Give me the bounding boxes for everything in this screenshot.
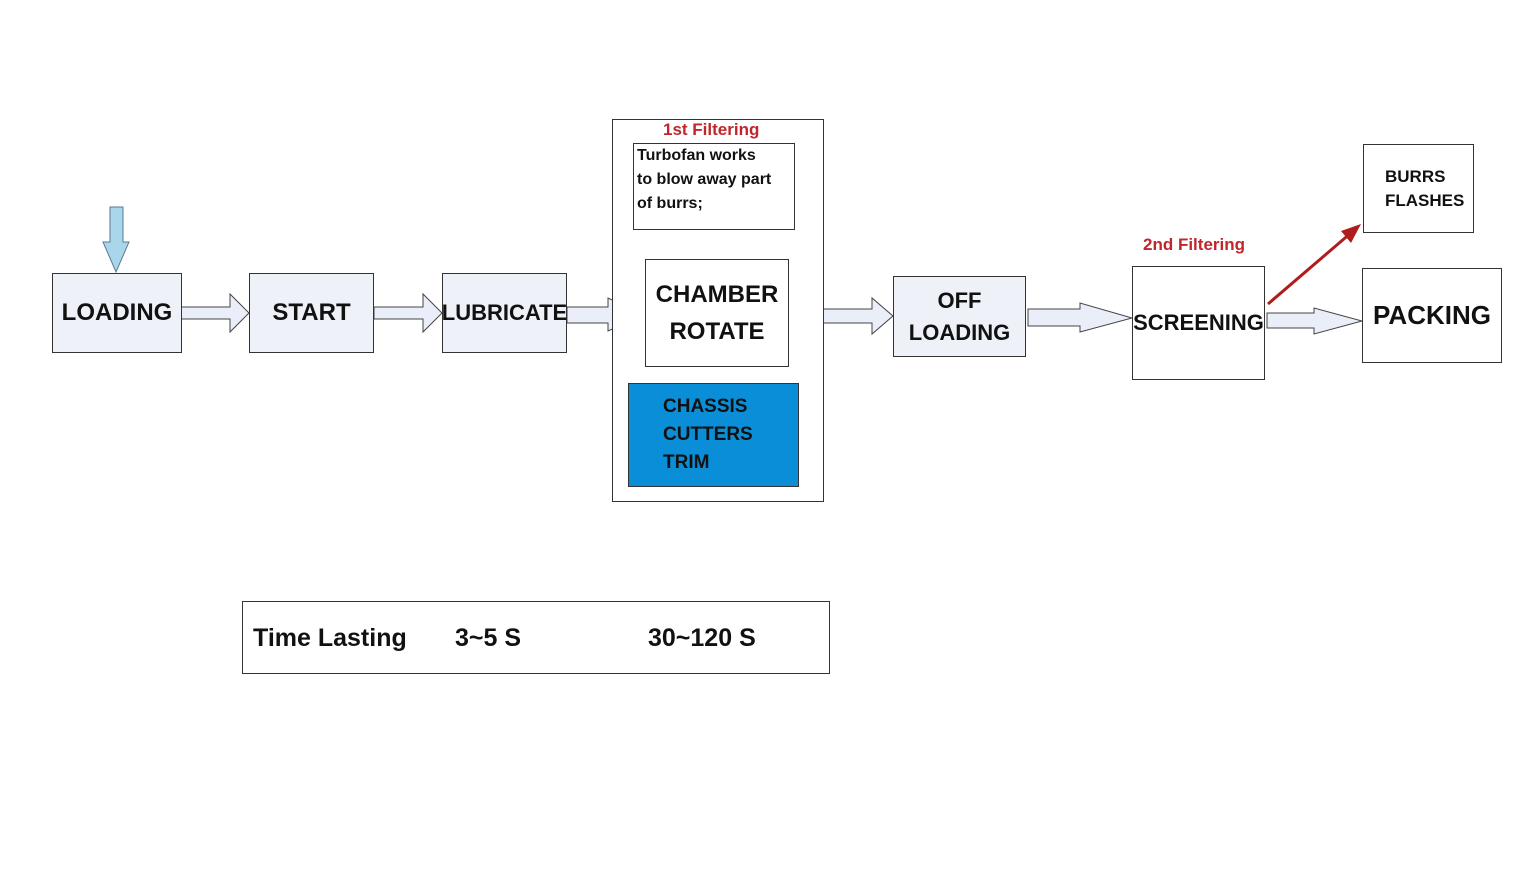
step-lubricate: LUBRICATE — [442, 273, 567, 353]
chamber-label-line-1: CHAMBER — [655, 281, 779, 308]
step-loading-label: LOADING — [61, 299, 173, 326]
burrs-line-1: BURRS — [1385, 166, 1446, 186]
step-chamber-rotate: CHAMBER ROTATE — [645, 259, 789, 367]
filter1-note: Turbofan works to blow away part of burr… — [633, 143, 795, 230]
step-start: START — [249, 273, 374, 353]
step-packing-label: PACKING — [1373, 300, 1491, 330]
filter1-note-line-1: Turbofan works — [637, 147, 756, 164]
arrow-start-to-lubricate — [373, 292, 443, 334]
arrow-screening-to-packing — [1266, 307, 1364, 335]
chamber-label-line-2: ROTATE — [669, 318, 765, 345]
step-off-loading: OFF LOADING — [893, 276, 1026, 357]
arrow-offloading-to-screening — [1027, 302, 1134, 333]
time-short-value: 3~5 S — [455, 624, 522, 652]
step-loading: LOADING — [52, 273, 182, 353]
step-screening-label: SCREENING — [1133, 310, 1264, 335]
chassis-cutters-trim: CHASSIS CUTTERS TRIM — [628, 383, 799, 487]
filter1-note-line-3: of burrs; — [637, 195, 703, 212]
input-arrow — [102, 206, 130, 274]
filter2-title: 2nd Filtering — [1143, 235, 1245, 254]
offloading-line-2: LOADING — [908, 319, 1011, 345]
arrow-loading-to-start — [180, 292, 250, 334]
reject-arrow-head — [1341, 224, 1361, 243]
step-lubricate-label: LUBRICATE — [441, 300, 568, 325]
time-long-value: 30~120 S — [648, 624, 756, 652]
chassis-line-1: CHASSIS — [663, 396, 748, 417]
time-lasting-box — [242, 601, 830, 674]
offloading-line-1: OFF — [937, 287, 982, 313]
filter1-note-line-2: to blow away part — [637, 171, 772, 188]
burrs-flashes-box: BURRS FLASHES — [1363, 144, 1474, 233]
reject-arrow-line — [1267, 230, 1353, 306]
step-start-label: START — [272, 299, 351, 326]
chassis-line-3: TRIM — [663, 452, 710, 473]
step-screening: SCREENING — [1132, 266, 1265, 380]
filter1-title: 1st Filtering — [663, 120, 760, 139]
step-packing: PACKING — [1362, 268, 1502, 363]
burrs-line-2: FLASHES — [1385, 190, 1465, 210]
time-lasting-label: Time Lasting — [253, 624, 407, 652]
chassis-line-2: CUTTERS — [663, 424, 753, 445]
